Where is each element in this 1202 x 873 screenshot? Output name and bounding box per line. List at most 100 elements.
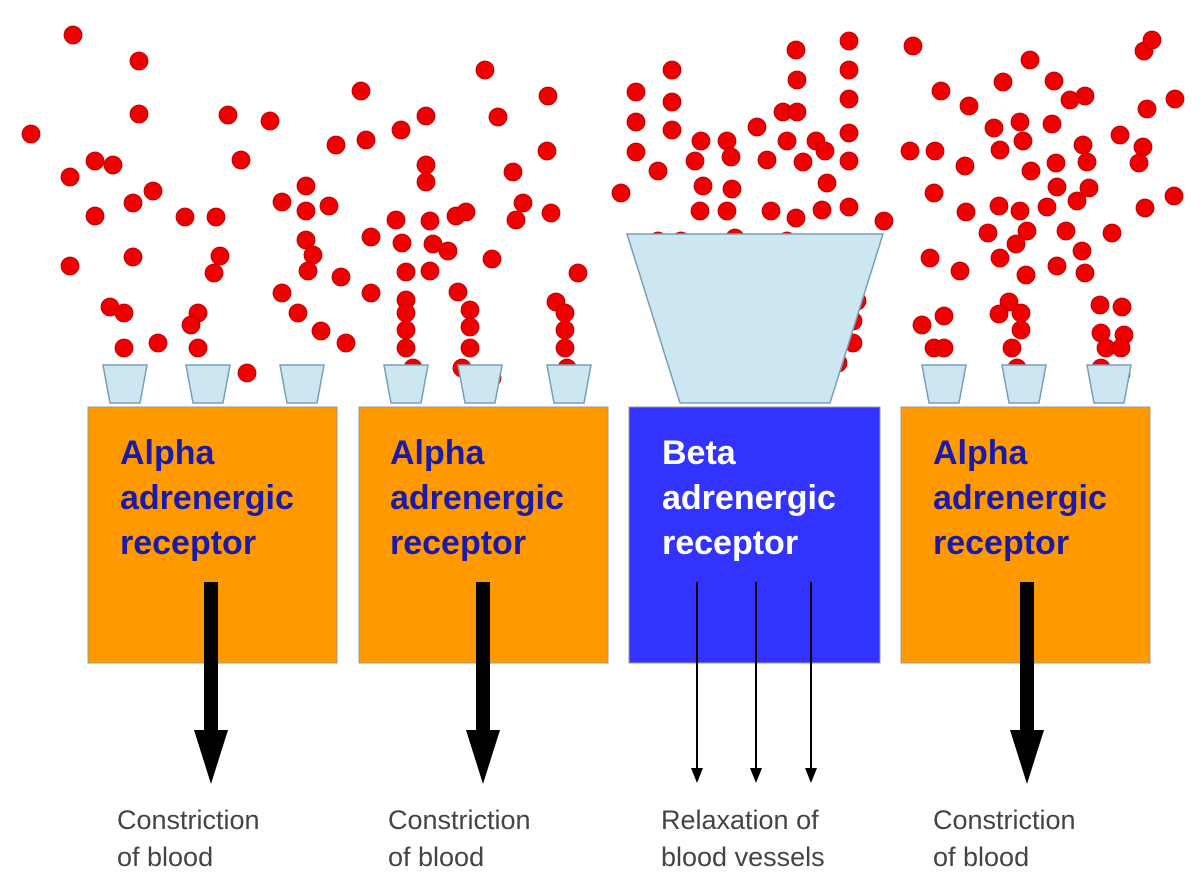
molecule-dot [934, 306, 954, 326]
molecule-dot [793, 152, 813, 172]
molecule-dot [955, 156, 975, 176]
molecule-dot [757, 150, 777, 170]
molecule-dot [456, 202, 476, 222]
molecule-dot [1079, 178, 1099, 198]
thin-arrow-head-2 [750, 768, 762, 783]
molecule-dot [416, 155, 436, 175]
molecule-dot [206, 207, 226, 227]
molecule-dot [488, 107, 508, 127]
molecule-dot [296, 201, 316, 221]
molecule-dot [693, 176, 713, 196]
molecule-dot [460, 317, 480, 337]
effect-label-3: Relaxation of blood vessels [661, 805, 825, 872]
binding-cup [185, 364, 231, 404]
svg-text:Alpha: Alpha [390, 434, 486, 472]
molecule-dot [839, 151, 859, 171]
alpha-receptor-box-3 [900, 406, 1151, 664]
binding-cup [546, 364, 592, 404]
molecule-dot [815, 141, 835, 161]
molecule-dot [839, 31, 859, 51]
molecule-dot [114, 338, 134, 358]
molecule-dot [296, 176, 316, 196]
molecule-dot [303, 245, 323, 265]
molecule-dot [787, 70, 807, 90]
molecule-dot [722, 179, 742, 199]
molecule-dot [555, 303, 575, 323]
svg-text:adrenergic: adrenergic [662, 479, 836, 517]
molecule-dot [1037, 197, 1057, 217]
effect-label-4: Constriction of blood [933, 805, 1076, 872]
molecule-dot [129, 51, 149, 71]
molecule-dot [391, 120, 411, 140]
molecule-dot [691, 131, 711, 151]
molecule-dot [1165, 89, 1185, 109]
molecule-dot [1090, 295, 1110, 315]
thin-arrow-head-1 [691, 768, 703, 783]
svg-text:Relaxation of: Relaxation of [661, 805, 819, 835]
molecule-dot [934, 338, 954, 358]
thick-arrow-2 [466, 582, 500, 784]
binding-cup [102, 364, 148, 404]
svg-text:adrenergic: adrenergic [120, 479, 294, 517]
binding-cup [279, 364, 325, 404]
molecule-dot [331, 267, 351, 287]
molecule-dot [361, 283, 381, 303]
molecule-dot [761, 201, 781, 221]
molecule-dot [1011, 320, 1031, 340]
receptor-label-3: Beta adrenergic receptor [662, 434, 836, 562]
molecule-dot [386, 210, 406, 230]
molecule-dot [1111, 338, 1131, 358]
molecule-dot [1013, 131, 1033, 151]
molecule-dot [959, 96, 979, 116]
molecule-dot [1142, 30, 1162, 50]
molecule-dot [648, 161, 668, 181]
binding-cup [921, 364, 967, 404]
molecule-dot [717, 201, 737, 221]
molecule-dot [396, 320, 416, 340]
molecule-dot [1046, 153, 1066, 173]
molecule-dot [513, 193, 533, 213]
molecule-cloud [21, 25, 1185, 399]
svg-text:Alpha: Alpha [933, 434, 1029, 472]
svg-text:of blood: of blood [388, 842, 484, 872]
molecule-dot [1006, 234, 1026, 254]
molecule-dot [874, 211, 894, 231]
molecule-dot [1042, 114, 1062, 134]
molecule-dot [336, 333, 356, 353]
molecule-dot [420, 211, 440, 231]
molecule-dot [311, 321, 331, 341]
molecule-dot [1135, 198, 1155, 218]
molecule-dot [538, 86, 558, 106]
molecule-dot [1010, 112, 1030, 132]
molecule-dot [351, 81, 371, 101]
molecule-dot [60, 256, 80, 276]
molecule-dot [218, 105, 238, 125]
molecule-dot [817, 173, 837, 193]
svg-text:adrenergic: adrenergic [933, 479, 1107, 517]
molecule-dot [392, 233, 412, 253]
molecule-dot [148, 333, 168, 353]
molecule-dot [956, 202, 976, 222]
molecule-dot [1017, 221, 1037, 241]
svg-text:receptor: receptor [933, 524, 1069, 562]
molecule-dot [396, 338, 416, 358]
molecule-dot [924, 183, 944, 203]
molecule-dot [920, 248, 940, 268]
molecule-dot [611, 183, 631, 203]
thick-arrow-1 [194, 582, 228, 784]
molecule-dot [326, 135, 346, 155]
molecule-dot [541, 203, 561, 223]
thin-arrows [691, 582, 817, 783]
molecule-dot [231, 150, 251, 170]
molecule-dot [475, 60, 495, 80]
svg-text:Beta: Beta [662, 434, 737, 472]
molecule-dot [1002, 338, 1022, 358]
molecule-dot [1075, 263, 1095, 283]
molecule-dot [989, 196, 1009, 216]
molecule-dot [950, 261, 970, 281]
molecule-dot [555, 338, 575, 358]
molecule-dot [506, 210, 526, 230]
molecule-dot [1110, 125, 1130, 145]
molecule-dot [912, 315, 932, 335]
molecule-dot [1164, 186, 1184, 206]
